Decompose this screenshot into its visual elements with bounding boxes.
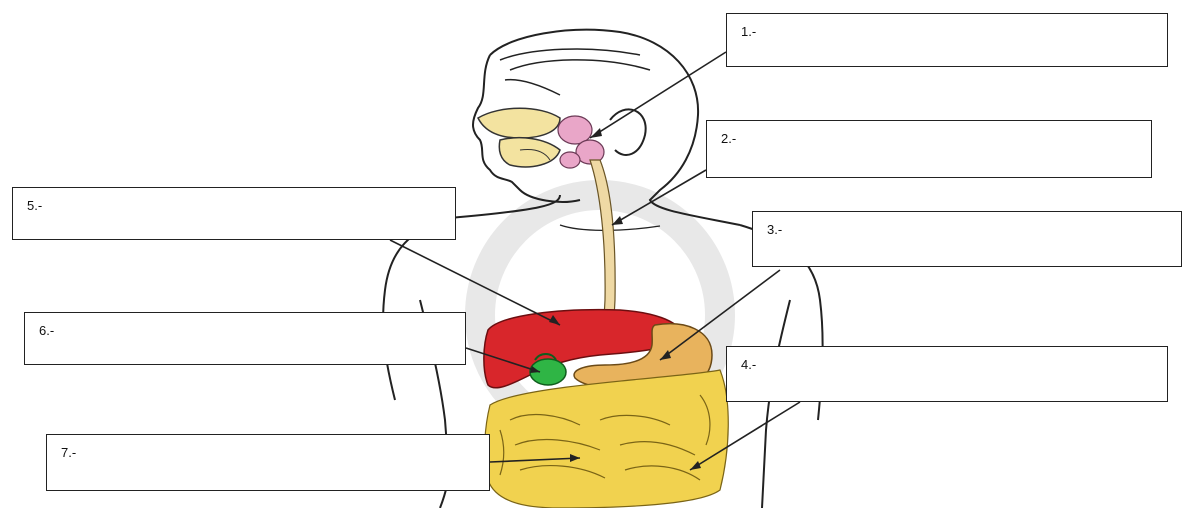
arrow-head-2	[612, 216, 623, 225]
label-number-2: 2.-	[721, 131, 736, 146]
hair-lines	[500, 49, 650, 95]
label-box-7[interactable]: 7.-	[46, 434, 490, 491]
answer-field-7[interactable]	[87, 441, 481, 484]
label-box-5[interactable]: 5.-	[12, 187, 456, 240]
label-number-7: 7.-	[61, 445, 76, 460]
answer-field-5[interactable]	[53, 194, 447, 233]
label-box-4[interactable]: 4.-	[726, 346, 1168, 402]
label-box-1[interactable]: 1.-	[726, 13, 1168, 67]
answer-field-2[interactable]	[747, 127, 1143, 171]
right-arm-inner	[762, 300, 790, 508]
answer-field-3[interactable]	[793, 218, 1173, 260]
label-number-5: 5.-	[27, 198, 42, 213]
answer-field-4[interactable]	[767, 353, 1159, 395]
mouth-cavity	[478, 108, 560, 167]
label-number-1: 1.-	[741, 24, 756, 39]
label-number-6: 6.-	[39, 323, 54, 338]
answer-field-1[interactable]	[767, 20, 1159, 60]
label-box-3[interactable]: 3.-	[752, 211, 1182, 267]
label-box-2[interactable]: 2.-	[706, 120, 1152, 178]
answer-field-6[interactable]	[65, 319, 457, 358]
label-number-3: 3.-	[767, 222, 782, 237]
label-box-6[interactable]: 6.-	[24, 312, 466, 365]
label-number-4: 4.-	[741, 357, 756, 372]
ear-outline	[610, 109, 646, 155]
left-shoulder-arm	[383, 218, 450, 400]
